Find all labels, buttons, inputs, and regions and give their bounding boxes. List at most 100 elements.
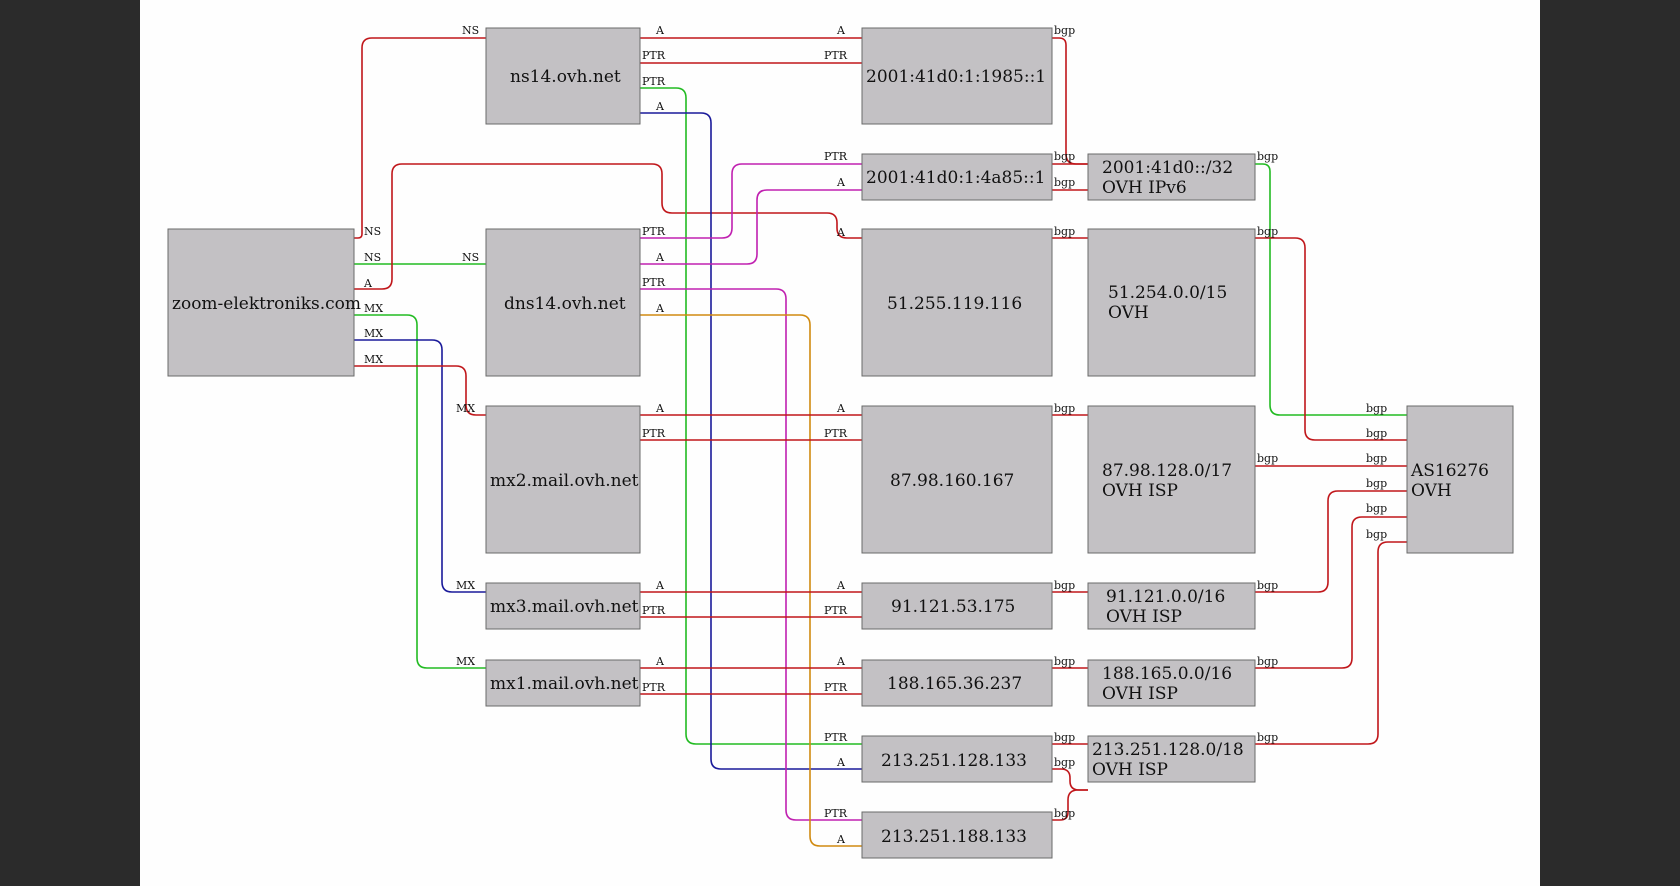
node-mx1[interactable]: mx1.mail.ovh.net	[485, 659, 641, 707]
edge-label-out: A	[363, 277, 373, 290]
node-box	[485, 27, 641, 125]
edge-pfx213-as	[1255, 541, 1407, 745]
node-label: 87.98.160.167	[890, 471, 1014, 491]
node-label: 188.165.0.0/16	[1102, 664, 1232, 684]
node-mx3[interactable]: mx3.mail.ovh.net	[485, 582, 641, 630]
edge-label-in: NS	[462, 24, 479, 37]
node-ip213b[interactable]: 213.251.188.133	[861, 811, 1053, 859]
edge-label-in: A	[836, 833, 846, 846]
edge-label-out: bgp	[1054, 176, 1075, 189]
node-box	[1087, 228, 1256, 377]
node-dns14[interactable]: dns14.ovh.net	[485, 228, 641, 377]
nodes-layer: zoom-elektroniks.com ns14.ovh.net dns14.ov…	[167, 27, 1514, 859]
node-label: dns14.ovh.net	[504, 294, 626, 314]
edge-label-out: NS	[364, 251, 381, 264]
node-box	[861, 405, 1053, 554]
node-ip51[interactable]: 51.255.119.116	[861, 228, 1053, 377]
node-label: OVH ISP	[1106, 607, 1182, 627]
edge-pfx91-as	[1255, 490, 1407, 593]
node-label: 213.251.128.0/18	[1092, 740, 1244, 760]
node-box	[1087, 153, 1256, 201]
edge-label-in: MX	[456, 655, 475, 668]
edge-zoom-mx2	[354, 365, 486, 416]
node-box	[861, 153, 1053, 201]
edge-ip213b-pfx213	[1052, 789, 1088, 821]
edge-label-out: bgp	[1257, 655, 1278, 668]
edge-label-out: A	[655, 579, 665, 592]
node-box	[485, 582, 641, 630]
node-ip6a[interactable]: 2001:41d0:1:1985::1	[861, 27, 1053, 125]
node-label: mx2.mail.ovh.net	[490, 471, 639, 491]
edge-label-out: bgp	[1054, 756, 1075, 769]
node-ip87[interactable]: 87.98.160.167	[861, 405, 1053, 554]
edge-zoom-ns14	[354, 37, 486, 239]
edge-label-in: PTR	[824, 427, 848, 440]
dns-graph-diagram: zoom-elektroniks.com ns14.ovh.net dns14.ov…	[167, 24, 1514, 859]
node-box	[1087, 735, 1256, 783]
edge-dns14-ip6b	[640, 163, 862, 239]
node-ns14[interactable]: ns14.ovh.net	[485, 27, 641, 125]
edge-label-out: bgp	[1257, 731, 1278, 744]
edge-pfx188-as	[1255, 516, 1407, 669]
edge-dns14-ip213b	[640, 288, 862, 821]
edge-label-out: bgp	[1054, 225, 1075, 238]
diagram-canvas: zoom-elektroniks.com ns14.ovh.net dns14.ov…	[140, 0, 1540, 886]
edge-label-out: A	[655, 402, 665, 415]
edge-zoom-mx1	[354, 314, 486, 669]
node-label: mx1.mail.ovh.net	[490, 674, 639, 694]
edge-label-out: bgp	[1054, 150, 1075, 163]
node-box	[861, 582, 1053, 630]
edge-label-in: A	[836, 402, 846, 415]
node-label: OVH IPv6	[1102, 178, 1187, 198]
node-ip213a[interactable]: 213.251.128.133	[861, 735, 1053, 783]
node-box	[1087, 582, 1256, 630]
node-box	[861, 659, 1053, 707]
edge-dns14-ip213b	[640, 314, 862, 847]
edge-pfx51-as	[1255, 237, 1407, 441]
node-label: 91.121.0.0/16	[1106, 587, 1225, 607]
node-box	[1406, 405, 1514, 554]
edge-label-out: bgp	[1054, 402, 1075, 415]
node-box	[1087, 659, 1256, 707]
node-label: 188.165.36.237	[887, 674, 1022, 694]
node-ip91[interactable]: 91.121.53.175	[861, 582, 1053, 630]
node-label: 51.255.119.116	[887, 294, 1022, 314]
node-zoom[interactable]: zoom-elektroniks.com	[167, 228, 361, 377]
edge-zoom-ip51	[354, 163, 862, 290]
node-mx2[interactable]: mx2.mail.ovh.net	[485, 405, 641, 554]
edge-label-out: bgp	[1054, 655, 1075, 668]
node-ip188[interactable]: 188.165.36.237	[861, 659, 1053, 707]
node-label: ns14.ovh.net	[510, 67, 621, 87]
edge-label-out: bgp	[1054, 24, 1075, 37]
node-box	[167, 228, 355, 377]
edge-label-in: bgp	[1366, 427, 1387, 440]
edge-label-in: A	[836, 226, 846, 239]
node-label: 2001:41d0:1:4a85::1	[866, 168, 1045, 188]
node-label: zoom-elektroniks.com	[172, 294, 361, 314]
node-ip6b[interactable]: 2001:41d0:1:4a85::1	[861, 153, 1053, 201]
edge-label-in: A	[836, 176, 846, 189]
edge-label-out: A	[655, 655, 665, 668]
edge-label-out: bgp	[1257, 452, 1278, 465]
node-box	[485, 228, 641, 377]
edge-pfx6-as	[1255, 163, 1407, 416]
edge-label-out: MX	[364, 302, 383, 315]
edge-label-out: A	[655, 302, 665, 315]
node-label: 87.98.128.0/17	[1102, 461, 1232, 481]
edge-label-out: MX	[364, 353, 383, 366]
edge-label-out: PTR	[642, 225, 666, 238]
node-box	[485, 405, 641, 554]
edge-label-in: bgp	[1366, 402, 1387, 415]
edge-label-out: NS	[364, 225, 381, 238]
edge-label-in: NS	[462, 251, 479, 264]
edge-ip213a-pfx213	[1052, 768, 1088, 791]
edge-label-in: A	[836, 579, 846, 592]
